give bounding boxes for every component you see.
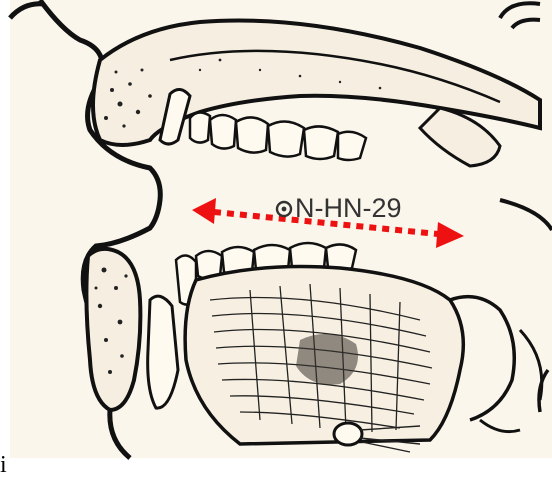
hyoid-bone (334, 423, 362, 445)
lower-incisor (148, 296, 178, 408)
caption-fragment: i (0, 452, 7, 479)
point-label: N-HN-29 (295, 193, 402, 224)
mandible (86, 249, 140, 410)
